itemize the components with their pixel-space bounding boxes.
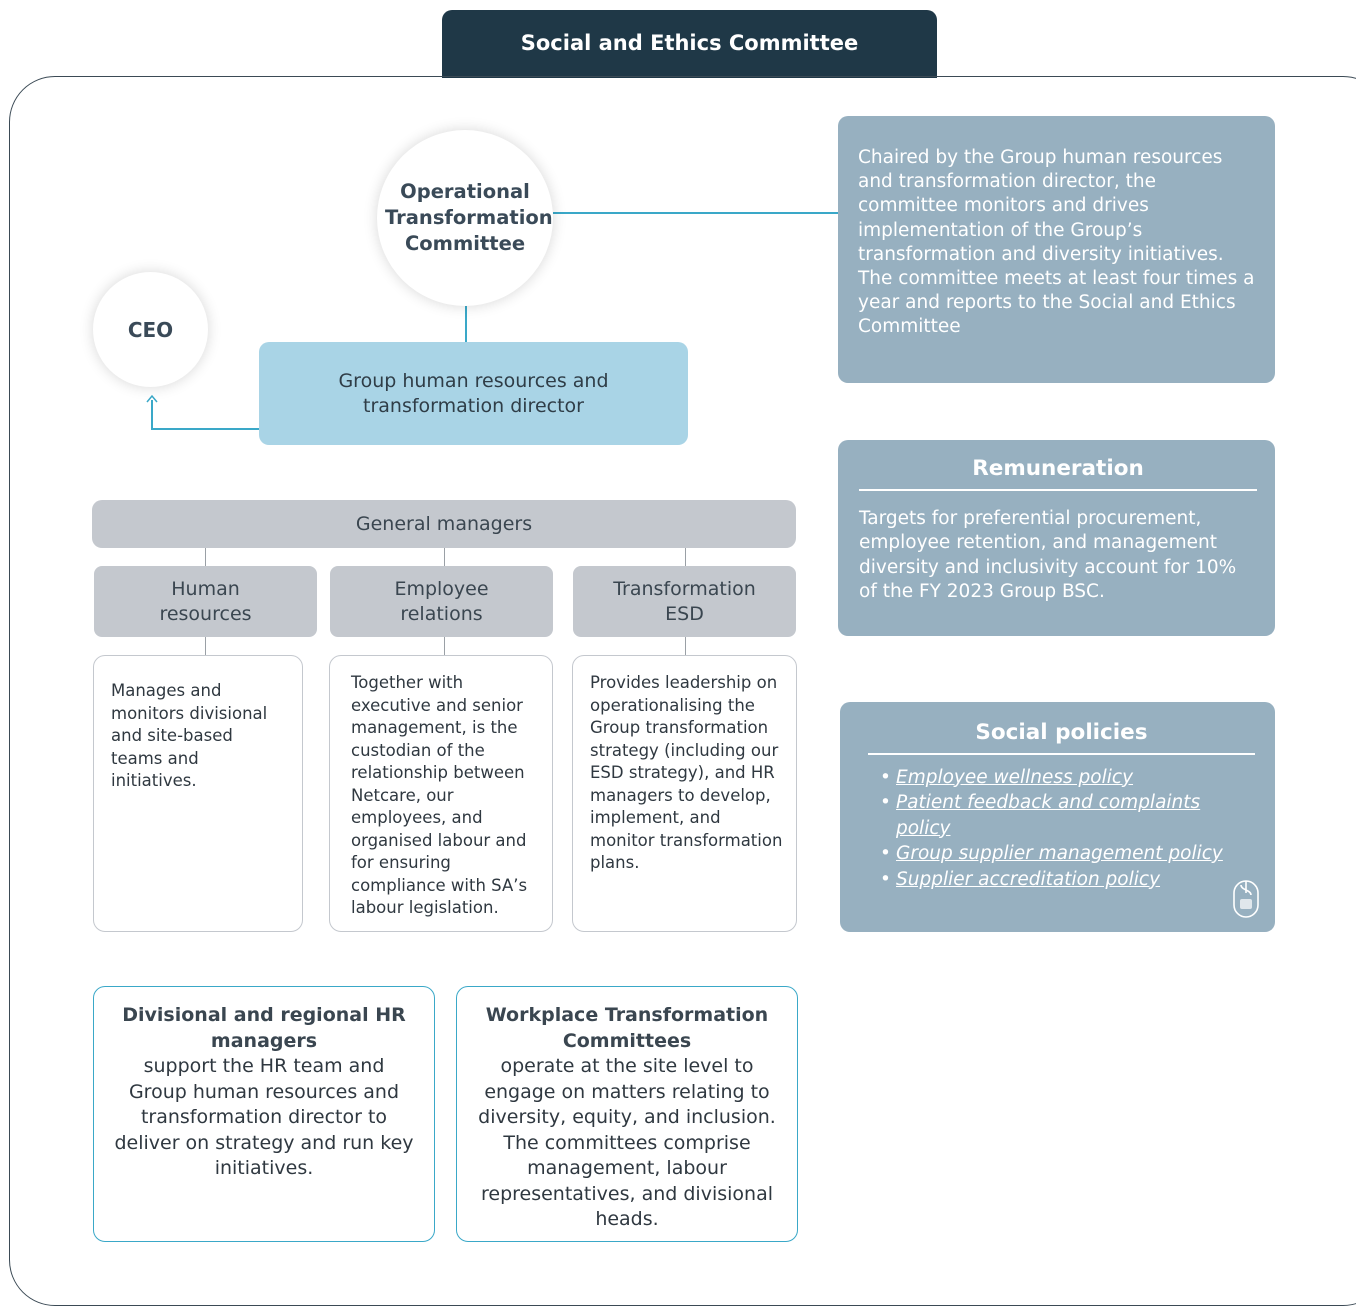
- department-description-esd: Provides leadership on operationalising …: [572, 655, 797, 932]
- remuneration-title: Remuneration: [972, 456, 1144, 481]
- connector-otc-to-info: [553, 212, 839, 214]
- box-title: Workplace Transformation Committees: [485, 1004, 769, 1052]
- department-description-er: Together with executive and senior manag…: [329, 655, 553, 932]
- section-header-tab: Social and Ethics Committee: [442, 10, 937, 78]
- policy-item: •Patient feedback and complaints policy: [868, 790, 1255, 841]
- bullet: •: [880, 766, 891, 788]
- connector-hr-desc: [205, 637, 206, 656]
- divisional-hr-managers-box: Divisional and regional HR managers supp…: [93, 986, 435, 1242]
- box-title: Divisional and regional HR managers: [122, 1004, 406, 1052]
- department-description: Provides leadership on operationalising …: [590, 673, 783, 872]
- policy-link-patient-feedback[interactable]: Patient feedback and complaints policy: [896, 792, 1201, 839]
- connector-esd-desc: [685, 637, 686, 656]
- department-transformation-esd: Transformation ESD: [573, 566, 796, 637]
- ceo-label: CEO: [127, 317, 174, 342]
- director-box: Group human resources and transformation…: [259, 342, 688, 445]
- policy-item: •Employee wellness policy: [868, 765, 1255, 791]
- policy-list: •Employee wellness policy •Patient feedb…: [868, 765, 1255, 893]
- remuneration-text: Targets for preferential procurement, em…: [859, 507, 1237, 603]
- bullet: •: [880, 792, 891, 813]
- committee-info-panel: Chaired by the Group human resources and…: [838, 116, 1275, 383]
- divider: [859, 489, 1257, 491]
- policy-link-employee-wellness[interactable]: Employee wellness policy: [896, 766, 1134, 788]
- connector-gm-er: [444, 548, 445, 567]
- department-title: Transformation ESD: [613, 577, 756, 625]
- policy-item: •Supplier accreditation policy: [868, 867, 1255, 893]
- workplace-transformation-committees-box: Workplace Transformation Committees oper…: [456, 986, 798, 1242]
- department-employee-relations: Employee relations: [330, 566, 553, 637]
- general-managers-bar: General managers: [92, 500, 796, 548]
- connector-gm-esd: [685, 548, 686, 567]
- bullet: •: [880, 868, 891, 890]
- department-title: Human resources: [159, 577, 252, 625]
- otc-label: Operational Transformation Committee: [385, 180, 553, 255]
- general-managers-label: General managers: [355, 513, 533, 535]
- operational-transformation-committee: Operational Transformation Committee: [377, 130, 553, 306]
- connector-gm-hr: [205, 548, 206, 567]
- department-title: Employee relations: [394, 577, 489, 625]
- department-description: Together with executive and senior manag…: [351, 673, 528, 917]
- arrow-up-icon: [146, 394, 158, 403]
- committee-info-text: Chaired by the Group human resources and…: [858, 147, 1255, 338]
- section-title: Social and Ethics Committee: [520, 31, 859, 55]
- department-description: Manages and monitors divisional and site…: [111, 681, 268, 790]
- policy-link-group-supplier-management[interactable]: Group supplier management policy: [896, 843, 1223, 864]
- box-text: operate at the site level to engage on m…: [478, 1055, 776, 1230]
- box-text: support the HR team and Group human reso…: [114, 1055, 414, 1179]
- policy-link-supplier-accreditation[interactable]: Supplier accreditation policy: [896, 868, 1161, 890]
- remuneration-panel: Remuneration Targets for preferential pr…: [838, 440, 1275, 636]
- department-human-resources: Human resources: [94, 566, 317, 637]
- social-policies-title: Social policies: [975, 720, 1148, 745]
- ceo-node: CEO: [93, 272, 208, 387]
- connector-director-to-ceo-h: [151, 428, 259, 430]
- social-policies-panel: Social policies •Employee wellness polic…: [840, 702, 1275, 932]
- divider: [868, 753, 1255, 755]
- connector-director-to-ceo-v: [151, 400, 153, 429]
- bullet: •: [880, 843, 891, 864]
- connector-otc-to-director: [465, 306, 467, 343]
- department-description-hr: Manages and monitors divisional and site…: [93, 655, 303, 932]
- connector-er-desc: [444, 637, 445, 656]
- policy-item: •Group supplier management policy: [868, 841, 1255, 867]
- director-label: Group human resources and transformation…: [338, 369, 609, 417]
- mouse-icon: [1233, 880, 1259, 918]
